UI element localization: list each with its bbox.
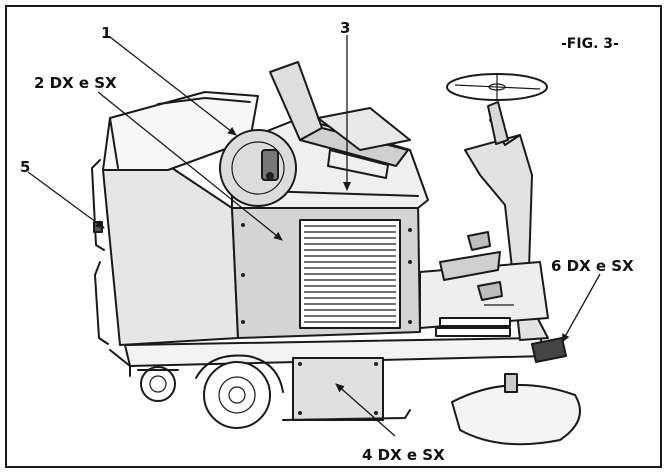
leader-2 [97, 91, 283, 241]
callout-6: 6 DX e SX [551, 257, 634, 275]
callout-5: 5 [20, 158, 30, 176]
leader-1 [109, 36, 237, 136]
leader-4 [335, 383, 396, 437]
callout-4: 4 DX e SX [362, 446, 445, 464]
figure-frame [5, 5, 662, 468]
machine-body [91, 61, 581, 446]
callout-3: 3 [340, 19, 350, 37]
main-drive-wheel [195, 354, 284, 429]
leader-lines [27, 35, 601, 437]
figure-title: -FIG. 3- [561, 36, 619, 52]
callout-2: 2 DX e SX [34, 74, 117, 92]
grille-slats [304, 225, 396, 323]
rear-caster-wheel [137, 366, 179, 402]
leader-6 [561, 273, 601, 343]
leader-5 [27, 171, 105, 229]
callout-1: 1 [101, 24, 111, 42]
